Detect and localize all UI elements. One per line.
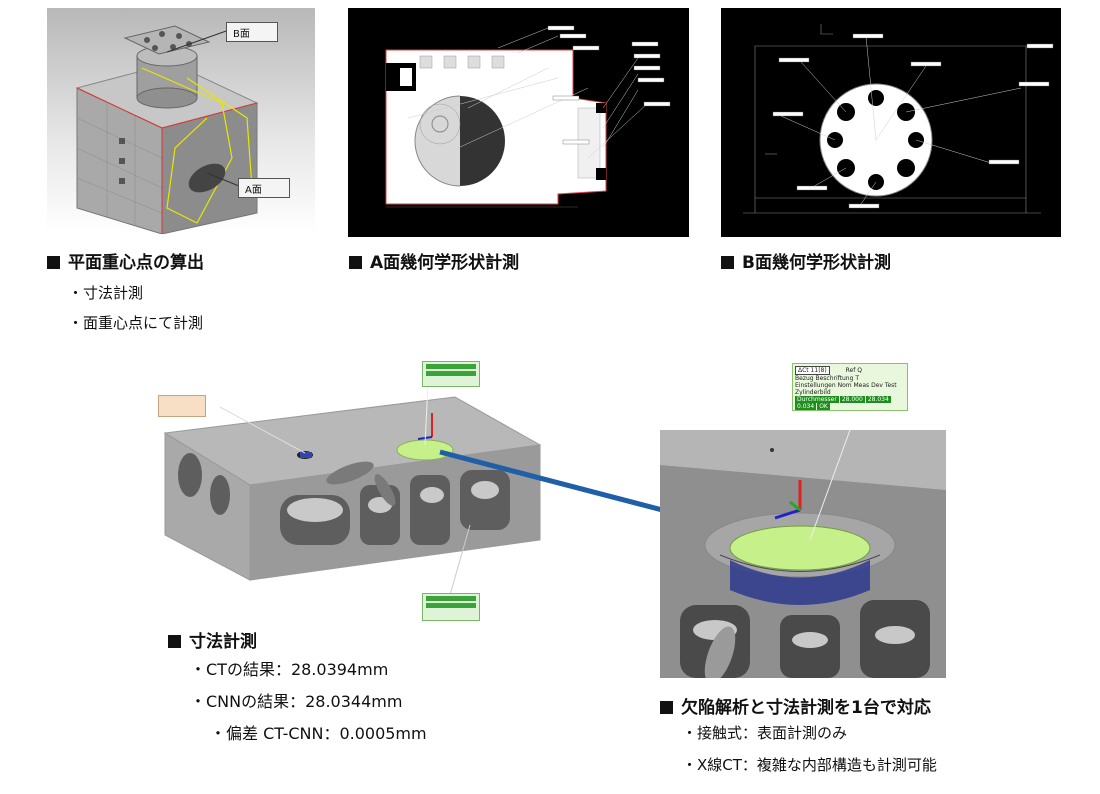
heading-square-icon	[168, 635, 181, 648]
centroid-bullet-1: ・寸法計測	[68, 284, 144, 302]
heading-square-icon	[47, 256, 60, 269]
measurement-info-box: ΔCt 11(8) Ref Q Bezug Beschriftung T Ein…	[792, 363, 908, 411]
measurement-cell: Durchmesser	[795, 396, 839, 403]
measurement-cell: OK	[817, 403, 830, 410]
b-face-geometry-panel	[721, 8, 1061, 237]
defect-title: 欠陥解析と寸法計測を1台で対応	[681, 698, 931, 718]
ct-cross-section-svg	[163, 382, 542, 596]
centroid-render-svg	[75, 25, 259, 234]
heading-square-icon	[349, 256, 362, 269]
a-face-geometry-svg	[385, 25, 671, 208]
centroid-bullet-2: ・面重心点にて計測	[68, 314, 204, 332]
ct-zoom-panel	[660, 430, 946, 678]
heading-square-icon	[721, 256, 734, 269]
ct-label-box-bottom	[422, 593, 480, 621]
dimension-bullet-cnn: ・CNNの結果：28.0344mm	[190, 692, 403, 711]
ct-cross-section-panel	[150, 355, 550, 625]
measurement-id: ΔCt 11(8)	[795, 366, 830, 375]
dimension-title: 寸法計測	[189, 632, 257, 652]
a-face-hole	[188, 163, 226, 193]
dimension-bullet-deviation: ・偏差 CT-CNN：0.0005mm	[210, 724, 427, 743]
ct-label-box-left	[158, 395, 206, 417]
measurement-cell: 0.034	[795, 403, 817, 410]
defect-bullet-xray: ・X線CT：複雑な内部構造も計測可能	[682, 756, 937, 774]
b-face-callout: B面	[226, 22, 278, 42]
a-geometry-title: A面幾何学形状計測	[370, 253, 520, 273]
b-face-geometry-svg	[743, 24, 1054, 214]
a-face-geometry-panel	[348, 8, 689, 237]
dimension-heading: 寸法計測	[168, 627, 257, 652]
zoom-measured-cylinder	[729, 525, 871, 571]
defect-bullet-contact: ・接触式：表面計測のみ	[682, 724, 848, 742]
dimension-bullet-ct: ・CTの結果：28.0394mm	[190, 660, 389, 679]
defect-heading: 欠陥解析と寸法計測を1台で対応	[660, 693, 931, 718]
ct-label-box-top	[422, 361, 480, 387]
measurement-ref: Ref Q	[845, 367, 862, 374]
ct-zoom-svg	[660, 430, 946, 678]
centroid-title: 平面重心点の算出	[68, 253, 204, 273]
heading-square-icon	[660, 701, 673, 714]
b-geometry-title: B面幾何学形状計測	[742, 253, 891, 273]
measurement-cell: 28.034	[865, 396, 891, 403]
centroid-render-panel: B面 A面	[47, 8, 315, 234]
a-face-callout: A面	[238, 178, 290, 198]
centroid-heading: 平面重心点の算出	[47, 248, 204, 273]
measurement-row-2: Einstellungen Nom Meas Dev Test	[795, 382, 897, 389]
measurement-row-3: Zylinderbild	[795, 389, 831, 396]
b-geometry-heading: B面幾何学形状計測	[721, 248, 891, 273]
a-geometry-heading: A面幾何学形状計測	[349, 248, 519, 273]
measurement-row-1: Bezug Beschriftung T	[795, 375, 859, 382]
measurement-cell: 28.000	[839, 396, 865, 403]
